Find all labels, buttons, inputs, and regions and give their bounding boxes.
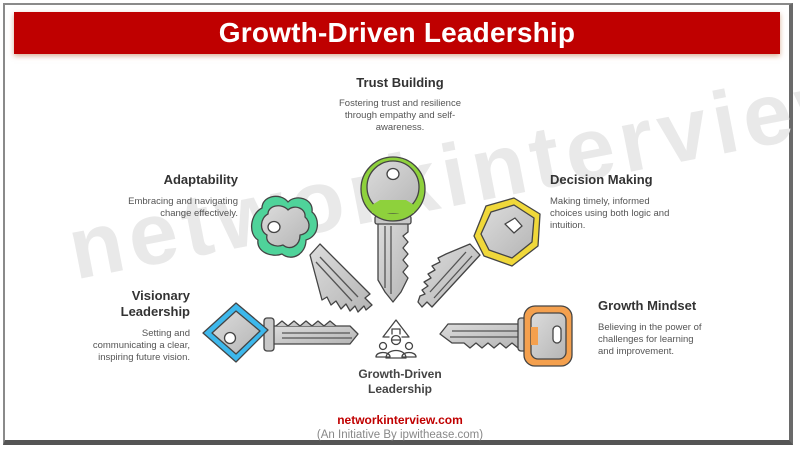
footer-tagline: (An Initiative By ipwithease.com)	[316, 429, 484, 441]
item-description: Believing in the power of challenges for…	[598, 322, 702, 357]
growth-mindset-key-icon	[439, 305, 573, 367]
decision-making-key-icon	[417, 197, 541, 308]
item-growth-mindset: Growth Mindset Believing in the power of…	[598, 298, 710, 358]
item-title: Growth Mindset	[598, 298, 697, 313]
item-adaptability: Adaptability Embracing and navigating ch…	[122, 172, 238, 220]
item-title: Decision Making	[550, 172, 653, 187]
item-decision-making: Decision Making Making timely, informed …	[550, 172, 670, 232]
center-label: Growth-Driven Leadership	[358, 367, 442, 396]
title-banner: Growth-Driven Leadership	[14, 12, 780, 54]
page-title: Growth-Driven Leadership	[218, 17, 576, 48]
item-title: Adaptability	[163, 172, 238, 187]
footer-site-link[interactable]: networkinterview.com	[337, 413, 463, 427]
item-description: Making timely, informed choices using bo…	[550, 196, 670, 231]
item-description: Setting and communicating a clear, inspi…	[92, 328, 190, 363]
item-description: Embracing and navigating change effectiv…	[128, 196, 238, 219]
item-description: Fostering trust and resilience through e…	[339, 98, 461, 133]
item-visionary-leadership: Visionary Leadership Setting and communi…	[80, 288, 190, 364]
item-trust-building: Trust Building Fostering trust and resil…	[318, 75, 482, 134]
adaptability-key-icon	[251, 195, 373, 313]
visionary-leadership-key-icon	[202, 302, 359, 363]
growth-team-icon	[375, 319, 417, 359]
item-title: Visionary Leadership	[120, 288, 190, 319]
item-title: Trust Building	[356, 75, 444, 90]
trust-building-key-icon	[360, 156, 426, 303]
